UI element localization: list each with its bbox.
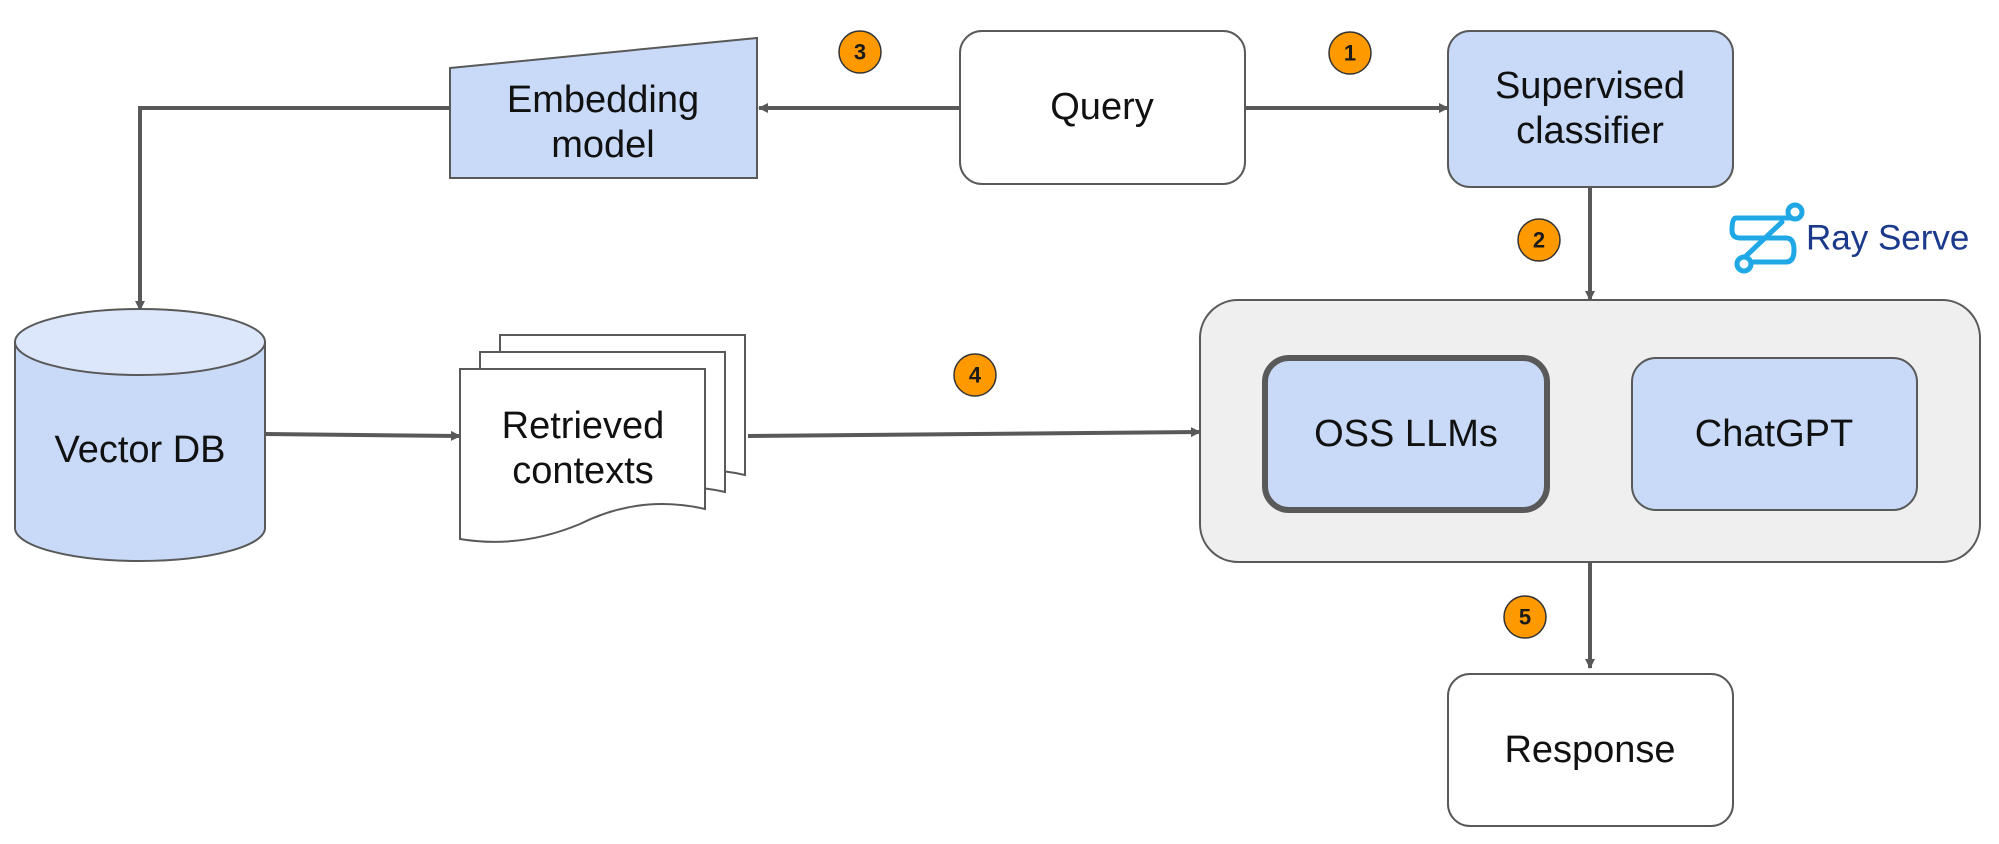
step-badge-4: 4 bbox=[953, 353, 997, 397]
step-badge-3-label: 3 bbox=[854, 40, 866, 65]
step-badge-5-label: 5 bbox=[1519, 605, 1531, 630]
arrow-contexts-to-llm-group bbox=[747, 427, 1201, 438]
step-badge-4-label: 4 bbox=[969, 363, 982, 388]
step-badges: 1 2 3 4 5 bbox=[838, 30, 1561, 639]
ray-serve-logo: Ray Serve bbox=[1729, 202, 1969, 274]
retrieved-contexts-label-line2: contexts bbox=[512, 450, 654, 492]
vector-db-label: Vector DB bbox=[54, 429, 225, 471]
query-label: Query bbox=[1050, 86, 1153, 128]
step-badge-2: 2 bbox=[1517, 218, 1561, 262]
step-badge-5: 5 bbox=[1503, 595, 1547, 639]
ray-logo-icon bbox=[1729, 202, 1805, 274]
step-badge-2-label: 2 bbox=[1533, 228, 1545, 253]
oss-llms-node: OSS LLMs bbox=[1262, 355, 1550, 513]
ray-serve-logo-text: Ray Serve bbox=[1806, 218, 1969, 257]
query-node: Query bbox=[959, 30, 1246, 185]
embedding-model-node: Embedding model bbox=[449, 36, 758, 179]
embedding-model-label-line2: model bbox=[551, 124, 655, 166]
step-badge-1: 1 bbox=[1328, 31, 1372, 75]
connectors bbox=[135, 103, 1595, 669]
llm-group: OSS LLMs ChatGPT bbox=[1199, 299, 1981, 563]
chatgpt-node: ChatGPT bbox=[1631, 357, 1918, 511]
arrow-vectordb-to-contexts bbox=[264, 430, 461, 441]
response-node: Response bbox=[1447, 673, 1734, 827]
retrieved-contexts-label-line1: Retrieved bbox=[502, 405, 665, 447]
vector-db-node: Vector DB bbox=[14, 308, 266, 562]
retrieved-contexts-node: Retrieved contexts bbox=[459, 334, 746, 543]
supervised-classifier-label-line1: Supervised bbox=[1495, 65, 1685, 107]
supervised-classifier-label-line2: classifier bbox=[1516, 110, 1664, 152]
response-label: Response bbox=[1504, 729, 1675, 771]
embedding-model-label-line1: Embedding bbox=[507, 79, 699, 121]
chatgpt-label: ChatGPT bbox=[1695, 413, 1853, 455]
step-badge-1-label: 1 bbox=[1344, 41, 1356, 66]
oss-llms-label: OSS LLMs bbox=[1314, 413, 1498, 455]
arrow-embedding-to-vectordb bbox=[135, 106, 450, 311]
supervised-classifier-node: Supervised classifier bbox=[1447, 30, 1734, 188]
step-badge-3: 3 bbox=[838, 30, 882, 74]
